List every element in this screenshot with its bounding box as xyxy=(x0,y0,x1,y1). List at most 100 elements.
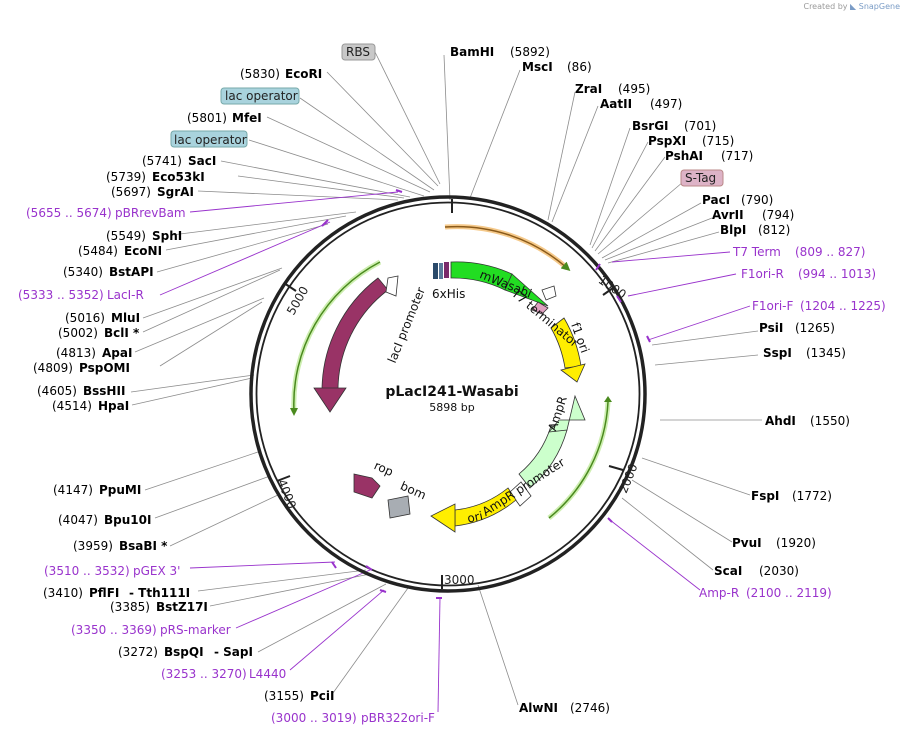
enzyme-sphi: SphI xyxy=(152,229,182,243)
lac-operator-box-2 xyxy=(170,130,248,148)
stag-block xyxy=(531,301,549,315)
rop-feature xyxy=(353,473,381,499)
orf-arcs xyxy=(290,224,612,520)
lac-operator-block-1 xyxy=(433,263,438,279)
primer-t7term-range: (809 .. 827) xyxy=(795,245,865,259)
enzyme-mfei-pos: (5801) xyxy=(187,111,227,125)
tick-1000 xyxy=(602,287,614,296)
feature-blocks xyxy=(313,261,586,533)
orf-ampr-head xyxy=(604,396,612,402)
primer-pgex3-range: (3510 .. 3532) xyxy=(44,564,130,578)
feature-label-his: 6xHis xyxy=(432,287,465,301)
enzyme-pcii-pos: (3155) xyxy=(264,689,304,703)
enzyme-avrii: AvrII xyxy=(712,208,744,222)
enzyme-bsabi: BsaBI * xyxy=(119,539,168,553)
enzyme-apai: ApaI xyxy=(102,346,132,360)
primer-pbrrevbam-range: (5655 .. 5674) xyxy=(26,206,112,220)
primer-laci-r: LacI-R xyxy=(107,288,144,302)
enzyme-bsshii: BssHII xyxy=(83,384,125,398)
primer-prs-marker: pRS-marker xyxy=(160,623,231,637)
enzyme-pspxi-pos: (715) xyxy=(702,134,734,148)
enzyme-ecori-pos: (5830) xyxy=(240,67,280,81)
enzyme-bstz17i: BstZ17I xyxy=(156,600,208,614)
tick-2000 xyxy=(608,465,624,471)
enzyme-bstapi-pos: (5340) xyxy=(63,265,103,279)
bom-feature xyxy=(387,495,411,519)
enzyme-zrai: ZraI xyxy=(575,82,602,96)
orf-laci xyxy=(293,261,381,413)
primer-f1ori-f: F1ori-F xyxy=(752,299,793,313)
plasmid-name: pLacI241-Wasabi xyxy=(385,384,518,400)
enzyme-pflfi: PflFI xyxy=(89,586,119,600)
feature-label-laci: lacI xyxy=(344,332,364,356)
enzyme-bamhi-pos: (5892) xyxy=(510,45,550,59)
enzyme-blpi: BlpI xyxy=(720,223,746,237)
f1-ori-arrowhead xyxy=(560,363,586,383)
t7-terminator-block xyxy=(541,285,557,301)
enzyme-econi-pos: (5484) xyxy=(78,244,118,258)
enzyme-ppumi-pos: (4147) xyxy=(53,483,93,497)
enzyme-sapi: - SapI xyxy=(214,645,253,659)
enzyme-bpu10i: Bpu10I xyxy=(104,513,151,527)
enzyme-bsrgi: BsrGI xyxy=(632,119,669,133)
snapgene-logo-icon: ◣ xyxy=(850,2,857,11)
lac-operator-box-1 xyxy=(220,87,300,105)
enzyme-bspqi: BspQI xyxy=(164,645,204,659)
enzyme-pvui: PvuI xyxy=(732,536,762,550)
enzyme-pvui-pos: (1920) xyxy=(776,536,816,550)
primer-f1ori-f-range: (1204 .. 1225) xyxy=(800,299,886,313)
enzyme-eco53ki: Eco53kI xyxy=(152,170,205,184)
backbone xyxy=(249,195,647,593)
enzyme-pshai-pos: (717) xyxy=(721,149,753,163)
enzyme-zrai-pos: (495) xyxy=(618,82,650,96)
enzyme-paci: PacI xyxy=(702,193,730,207)
enzyme-psii-pos: (1265) xyxy=(795,321,835,335)
enzyme-aatii-pos: (497) xyxy=(650,97,682,111)
primer-amp-r-range: (2100 .. 2119) xyxy=(746,586,832,600)
rbs-box xyxy=(341,43,376,61)
plasmid-length: 5898 bp xyxy=(429,401,474,414)
enzyme-saci: SacI xyxy=(188,154,216,168)
enzyme-sspi: SspI xyxy=(763,346,792,360)
feature-label-ampr-promoter: AmpR promoter xyxy=(480,455,568,519)
enzyme-bspqi-pos: (3272) xyxy=(118,645,158,659)
enzyme-mfei: MfeI xyxy=(232,111,262,125)
enzyme-alwni-pos: (2746) xyxy=(570,701,610,715)
primer-pbrrevbam: pBRrevBam xyxy=(115,206,186,220)
enzyme-scai-pos: (2030) xyxy=(759,564,799,578)
primer-l4440-range: (3253 .. 3270) xyxy=(161,667,247,681)
primer-pgex3: pGEX 3' xyxy=(133,564,180,578)
enzyme-mlui-pos: (5016) xyxy=(65,311,105,325)
enzyme-sgrai: SgrAI xyxy=(157,185,194,199)
tick-label-3000: 3000 xyxy=(444,573,475,587)
enzyme-sphi-pos: (5549) xyxy=(106,229,146,243)
feature-label-rop: rop xyxy=(372,458,396,479)
ori-arrowhead xyxy=(430,503,456,533)
enzyme-pshai: PshAI xyxy=(665,149,703,163)
tick-label-2000: 2000 xyxy=(616,462,640,496)
enzyme-alwni: AlwNI xyxy=(519,701,558,715)
primer-laci-r-range: (5333 .. 5352) xyxy=(18,288,104,302)
rbs-label: RBS xyxy=(346,45,370,59)
mwasabi-arrowhead xyxy=(504,273,549,307)
his-tag-block xyxy=(444,262,449,278)
primer-prs-marker-range: (3350 .. 3369) xyxy=(71,623,157,637)
feature-label-laci-promoter: lacI promoter xyxy=(385,285,428,365)
primer-marks xyxy=(321,189,651,599)
lac-operator-block-2 xyxy=(439,263,443,279)
enzyme-bstapi: BstAPI xyxy=(109,265,154,279)
enzyme-avrii-pos: (794) xyxy=(762,208,794,222)
tick-5000 xyxy=(283,282,297,292)
primer-amp-r: Amp-R xyxy=(699,586,739,600)
primer-leaders xyxy=(159,191,751,713)
enzyme-eco53ki-pos: (5739) xyxy=(106,170,146,184)
snapgene-credit: Created by ◣ SnapGene xyxy=(803,2,900,11)
credit-prefix: Created by xyxy=(803,2,848,11)
enzyme-tth111i: - Tth111I xyxy=(129,586,190,600)
primer-f1ori-r-range: (994 .. 1013) xyxy=(798,267,876,281)
stag-box xyxy=(680,169,724,187)
enzyme-ahdi-pos: (1550) xyxy=(810,414,850,428)
primer-f1ori-r: F1ori-R xyxy=(741,267,784,281)
enzyme-ppumi: PpuMI xyxy=(99,483,141,497)
orf-mwasabi xyxy=(444,225,571,271)
